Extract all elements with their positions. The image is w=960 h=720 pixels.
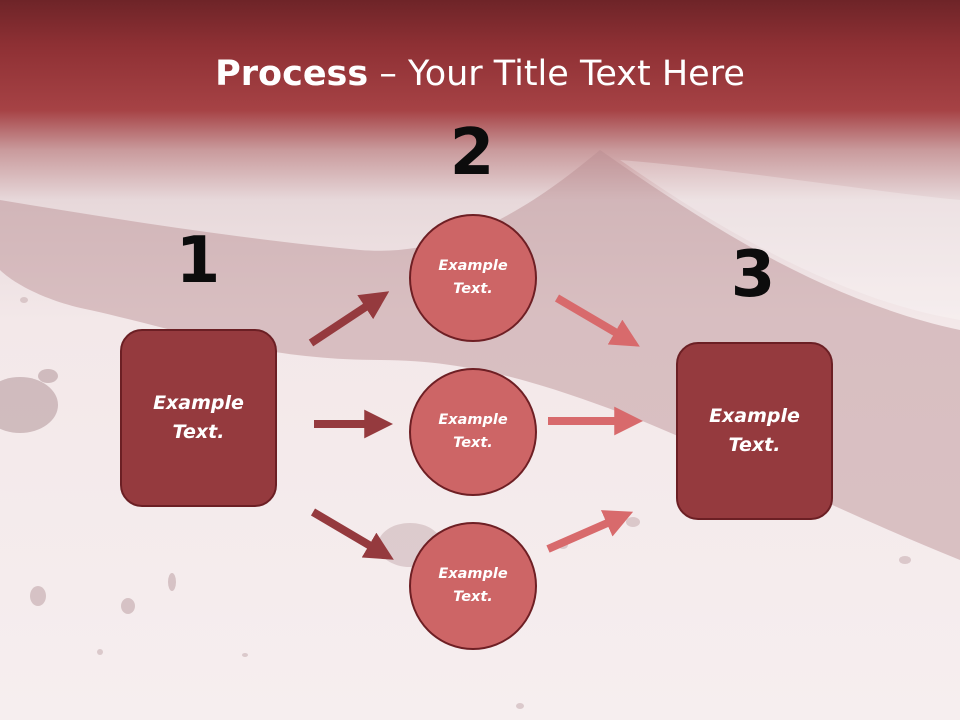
circle-middle-text: Example Text. xyxy=(438,412,508,451)
title-rest: – Your Title Text Here xyxy=(368,54,745,94)
right-process-box: Example Text. xyxy=(676,342,833,520)
process-circle-top: Example Text. xyxy=(409,214,537,342)
right-box-text: Example Text. xyxy=(709,405,800,456)
circle-top-text: Example Text. xyxy=(438,258,508,297)
left-box-text: Example Text. xyxy=(153,392,244,443)
circle-bottom-text: Example Text. xyxy=(438,566,508,605)
process-circle-middle: Example Text. xyxy=(409,368,537,496)
title-bold: Process xyxy=(215,54,369,94)
arrow-left-to-top xyxy=(308,291,390,347)
slide-title: Process – Your Title Text Here xyxy=(0,52,960,96)
step-number-3: 3 xyxy=(730,238,776,312)
arrow-left-to-bottom xyxy=(310,508,394,560)
left-process-box: Example Text. xyxy=(120,329,277,507)
arrow-bottom-to-right xyxy=(546,510,634,553)
step-number-2: 2 xyxy=(449,116,495,190)
process-circle-bottom: Example Text. xyxy=(409,522,537,650)
step-number-1: 1 xyxy=(175,224,221,298)
arrow-top-to-right xyxy=(554,294,640,347)
